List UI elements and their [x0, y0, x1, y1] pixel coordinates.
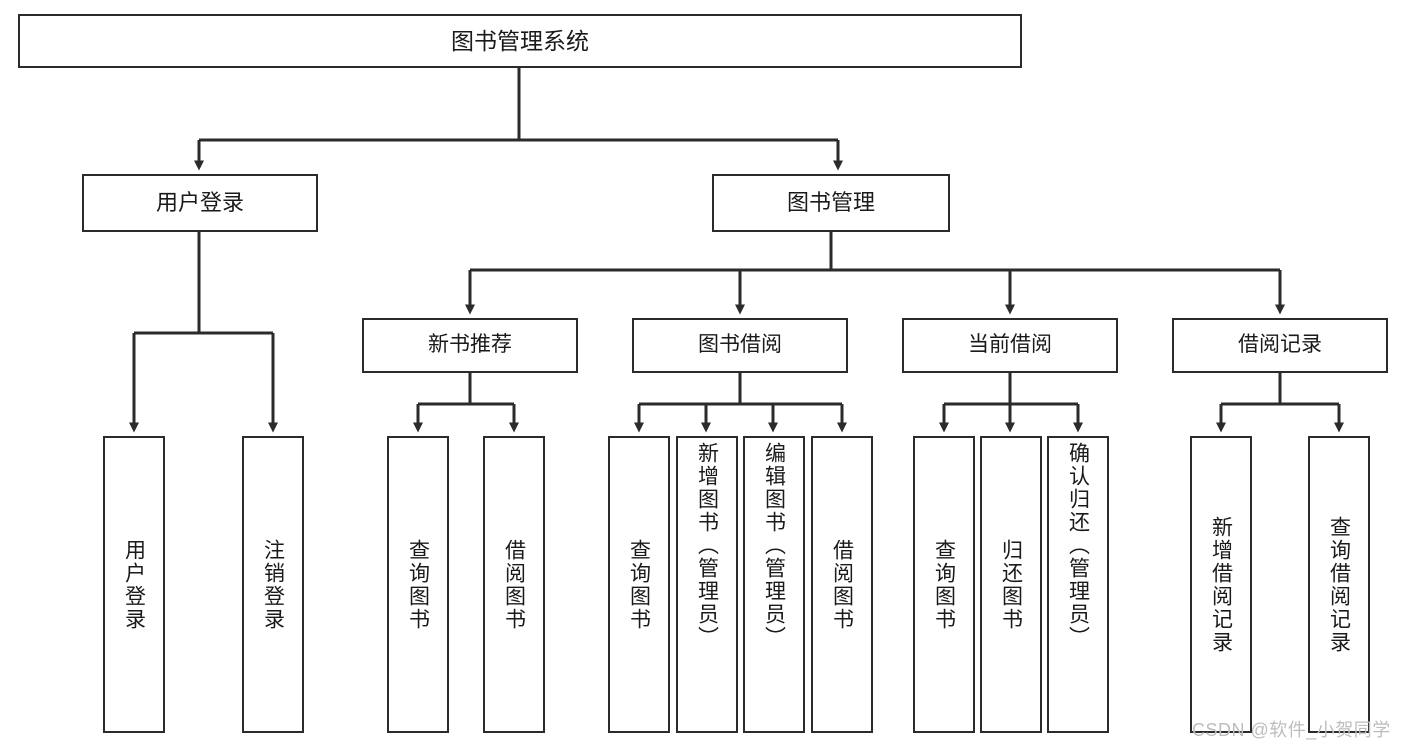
leaf-label: 查询借阅记录 [1327, 515, 1351, 654]
csdn-watermark: CSDN @软件_小贺同学 [1192, 720, 1391, 740]
node-label: 图书管理系统 [451, 27, 589, 54]
node-current-borrow[interactable]: 当前借阅 [902, 318, 1118, 373]
node-label: 当前借阅 [968, 333, 1052, 357]
leaf-query-book-recommend[interactable]: 查询图书 [387, 436, 449, 733]
node-label: 借阅记录 [1238, 333, 1322, 357]
node-label: 新书推荐 [428, 333, 512, 357]
leaf-label: 新增图书（管理员） [695, 442, 719, 649]
leaf-confirm-return-admin[interactable]: 确认归还（管理员） [1047, 436, 1109, 733]
leaf-borrow-book-recommend[interactable]: 借阅图书 [483, 436, 545, 733]
leaf-query-book-borrow[interactable]: 查询图书 [608, 436, 670, 733]
node-label: 用户登录 [155, 190, 244, 216]
node-borrow-record[interactable]: 借阅记录 [1172, 318, 1388, 373]
node-book-borrow[interactable]: 图书借阅 [632, 318, 848, 373]
node-new-book-recommend[interactable]: 新书推荐 [362, 318, 578, 373]
leaf-edit-book-admin[interactable]: 编辑图书（管理员） [743, 436, 805, 733]
leaf-label: 借阅图书 [502, 538, 526, 631]
leaf-label: 归还图书 [999, 538, 1023, 631]
leaf-label: 编辑图书（管理员） [762, 442, 786, 649]
leaf-label: 查询图书 [932, 538, 956, 631]
leaf-label: 查询图书 [406, 538, 430, 631]
node-book-management[interactable]: 图书管理 [712, 174, 950, 232]
leaf-label: 确认归还（管理员） [1066, 442, 1090, 649]
leaf-add-book-admin[interactable]: 新增图书（管理员） [676, 436, 738, 733]
leaf-label: 新增借阅记录 [1209, 515, 1233, 654]
node-label: 图书借阅 [698, 333, 782, 357]
leaf-label: 查询图书 [627, 538, 651, 631]
node-root-book-management-system[interactable]: 图书管理系统 [18, 14, 1022, 68]
leaf-return-book[interactable]: 归还图书 [980, 436, 1042, 733]
leaf-logout-login[interactable]: 注销登录 [242, 436, 304, 733]
node-user-login[interactable]: 用户登录 [82, 174, 318, 232]
leaf-query-book-current[interactable]: 查询图书 [913, 436, 975, 733]
leaf-label: 借阅图书 [830, 538, 854, 631]
leaf-query-borrow-record[interactable]: 查询借阅记录 [1308, 436, 1370, 733]
leaf-borrow-book[interactable]: 借阅图书 [811, 436, 873, 733]
leaf-add-borrow-record[interactable]: 新增借阅记录 [1190, 436, 1252, 733]
leaf-label: 用户登录 [122, 538, 146, 631]
leaf-user-login[interactable]: 用户登录 [103, 436, 165, 733]
leaf-label: 注销登录 [261, 538, 285, 631]
node-label: 图书管理 [786, 190, 875, 216]
